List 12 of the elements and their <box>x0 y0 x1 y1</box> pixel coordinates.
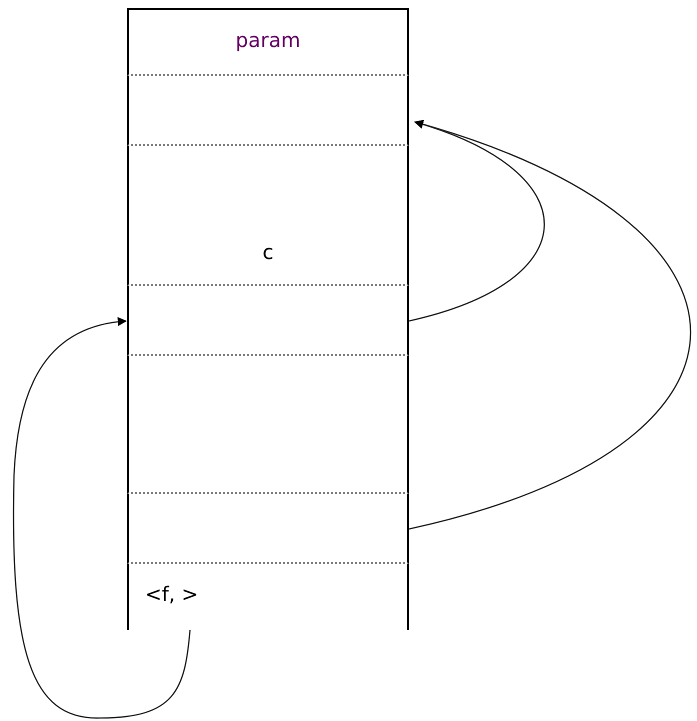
cell-label: <f, > <box>145 584 198 604</box>
stack-cell <box>127 494 409 564</box>
stack-cell <box>127 146 409 286</box>
cell-label: c <box>262 242 274 262</box>
stack-cell <box>127 76 409 146</box>
cell-label: param <box>236 30 300 50</box>
arrow <box>408 120 691 530</box>
stack-cell <box>127 8 409 76</box>
stack-cell <box>127 564 409 630</box>
stack-cell <box>127 356 409 494</box>
arrow <box>12 318 191 719</box>
stack-cell <box>127 286 409 356</box>
